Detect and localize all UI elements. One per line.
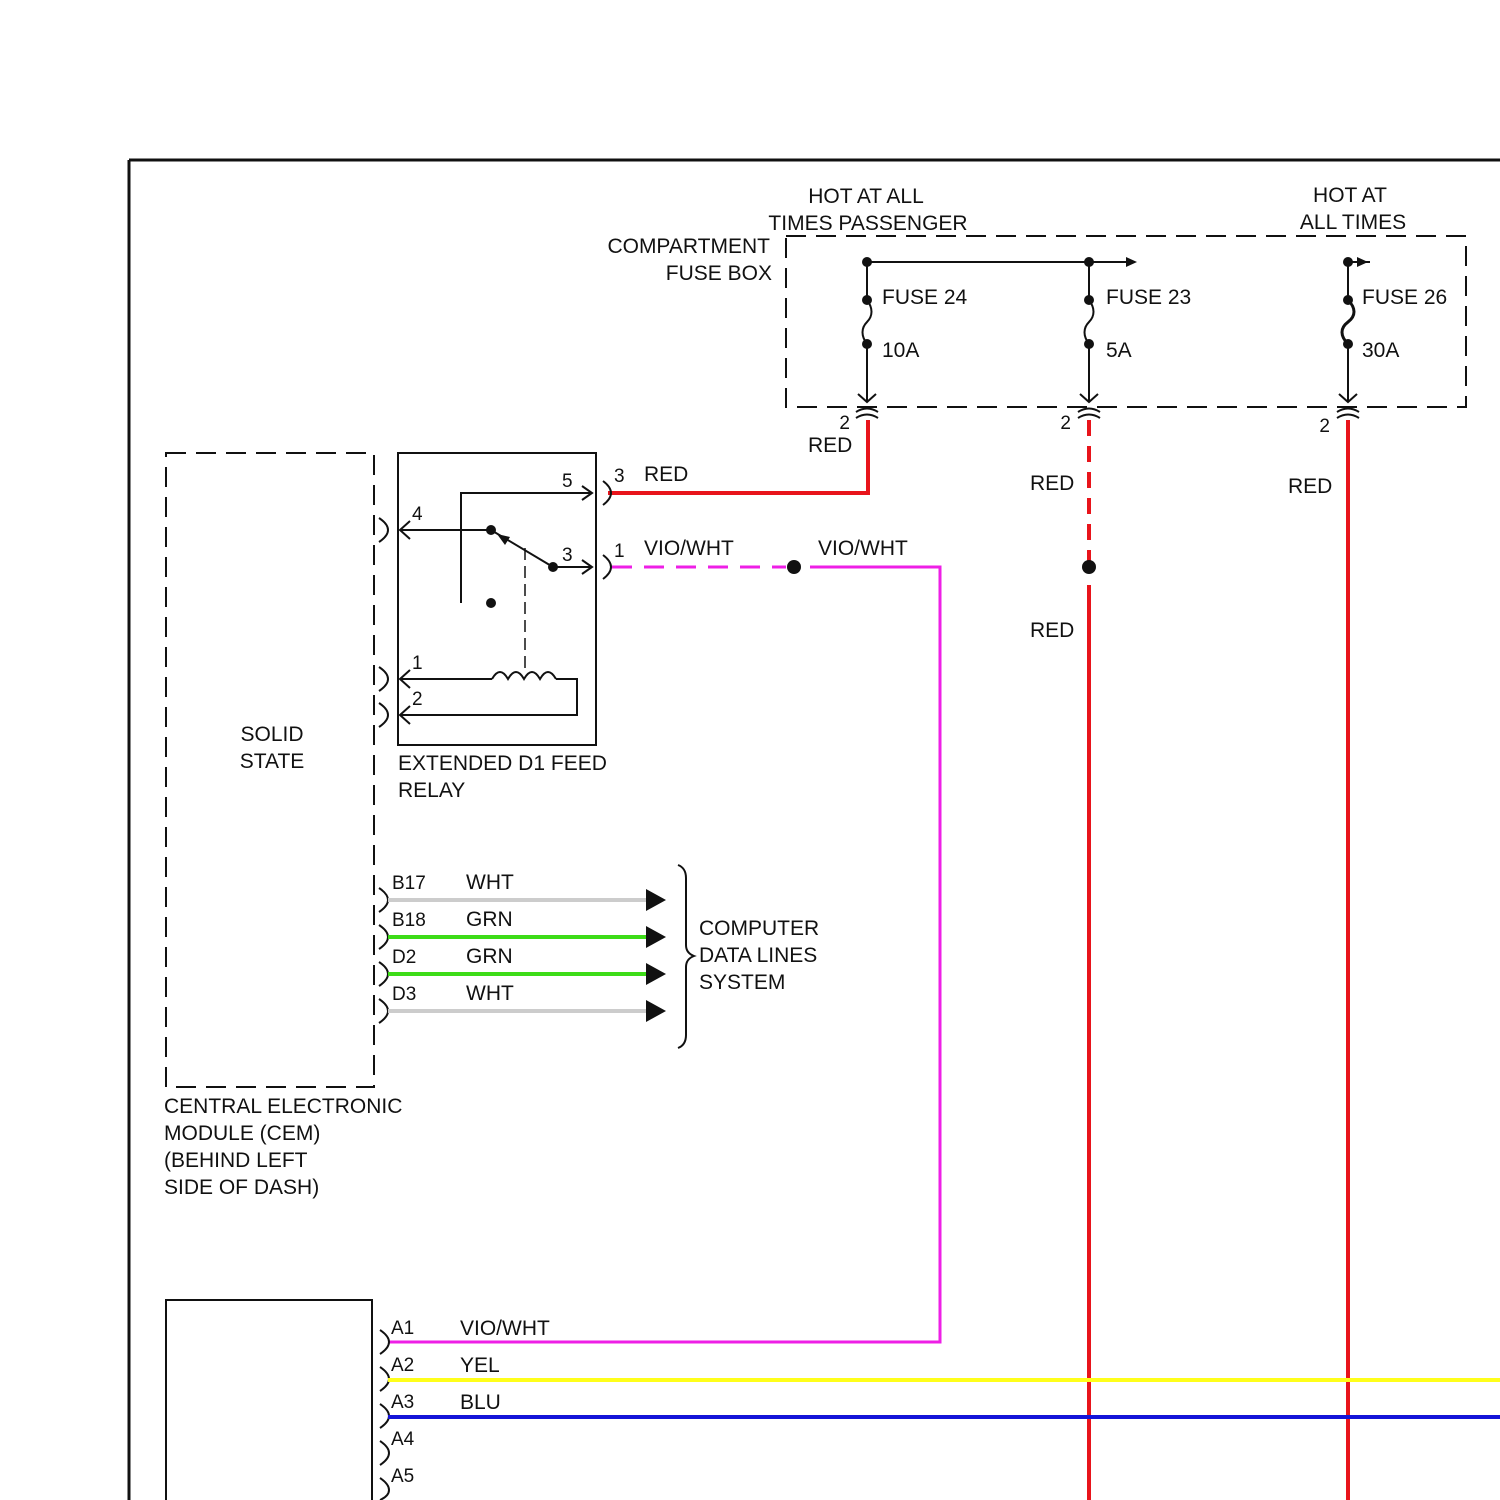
bottom-pin-a2-wire: YEL (460, 1354, 500, 1377)
relay-internal-pin-4: 4 (412, 504, 423, 525)
extended-d1-feed-relay: EXTENDED D1 FEED RELAY 5 4 3 1 2 3 RE (398, 453, 734, 802)
fuse-24-symbol (863, 300, 872, 344)
fuse-26: FUSE 26 30A 2 (1319, 257, 1447, 437)
bottom-pin-a4-label: A4 (391, 1429, 415, 1450)
data-line-b18: B18 GRN (379, 908, 666, 949)
fuse-26-red-wire: RED (1288, 420, 1348, 1500)
cem-connector-pin1 (379, 667, 388, 691)
fuse-23-symbol (1085, 300, 1094, 344)
bottom-module: A1 VIO/WHT A2 YEL A3 BLU A4 A5 (166, 1300, 1500, 1500)
cem-solid-state-line1: SOLID (240, 723, 303, 746)
fuse-23-name: FUSE 23 (1106, 286, 1191, 309)
hot-at-all-times-line2: ALL TIMES (1300, 211, 1406, 234)
data-line-b17-wire: WHT (466, 871, 514, 894)
cem-label-line4: SIDE OF DASH) (164, 1176, 319, 1199)
relay-pin1-number: 1 (614, 541, 625, 562)
relay-pin3-wire-color: RED (644, 463, 688, 486)
central-electronic-module: SOLID STATE CENTRAL ELECTRONIC MODULE (C… (164, 453, 402, 1199)
bottom-pin-a1-label: A1 (391, 1318, 414, 1339)
bottom-pin-a2: A2 YEL (380, 1354, 1500, 1391)
bottom-pin-a4: A4 (380, 1429, 415, 1465)
bottom-pin-a3-wire: BLU (460, 1391, 501, 1414)
fuse-23-red-wire: RED RED (1030, 420, 1096, 1500)
relay-outline (398, 453, 596, 745)
bottom-pin-a3: A3 BLU (380, 1391, 1500, 1428)
cem-connector-pin2 (379, 703, 388, 727)
relay-pin1-wire-color: VIO/WHT (644, 537, 734, 560)
hot-at-all-times-passenger-line1: HOT AT ALL (808, 185, 924, 208)
fuse-box: COMPARTMENT FUSE BOX HOT AT ALL TIMES PA… (607, 184, 1466, 437)
data-line-b17: B17 WHT (379, 871, 666, 912)
fuse-24-wire-color: RED (808, 434, 852, 457)
fuse-23-connector (1078, 409, 1100, 413)
data-lines-label-line2: DATA LINES (699, 944, 817, 967)
fuse-26-wire-color: RED (1288, 475, 1332, 498)
data-line-d2-pin: D2 (392, 947, 416, 968)
fuse-24-name: FUSE 24 (882, 286, 968, 309)
relay-label-line2: RELAY (398, 779, 465, 802)
fuse-23-pin: 2 (1060, 413, 1071, 434)
relay-internal-pin-5: 5 (562, 471, 573, 492)
bottom-pin-a1: A1 VIO/WHT (380, 1317, 550, 1354)
cem-label-line3: (BEHIND LEFT (164, 1149, 308, 1172)
fuse-26-pin: 2 (1319, 416, 1330, 437)
data-lines-label-line1: COMPUTER (699, 917, 819, 940)
fuse-23-wire-color: RED (1030, 472, 1074, 495)
vio-wht-splice (787, 560, 801, 574)
bottom-pin-a3-label: A3 (391, 1392, 414, 1413)
data-line-d3: D3 WHT (379, 982, 666, 1023)
fuse-box-label-line1: COMPARTMENT (607, 235, 770, 258)
data-lines-label-line3: SYSTEM (699, 971, 785, 994)
fuse-26-connector (1337, 409, 1359, 413)
relay-internal-pin-2: 2 (412, 689, 423, 710)
data-line-b18-wire: GRN (466, 908, 513, 931)
cem-solid-state-line2: STATE (240, 750, 305, 773)
hot-at-all-times-passenger-line2: TIMES PASSENGER (768, 212, 967, 235)
hot-at-all-times-line1: HOT AT (1313, 184, 1387, 207)
fuse-23-wire-color-lower: RED (1030, 619, 1074, 642)
cem-label-line1: CENTRAL ELECTRONIC (164, 1095, 402, 1118)
relay-label-line1: EXTENDED D1 FEED (398, 752, 607, 775)
data-line-b18-pin: B18 (392, 910, 426, 931)
fuse-box-label-line2: FUSE BOX (666, 262, 772, 285)
data-lines: B17 WHT B18 GRN D2 GRN D3 WHT (379, 865, 819, 1048)
data-line-d3-wire: WHT (466, 982, 514, 1005)
fuse-23-rating: 5A (1106, 339, 1132, 362)
vio-wht-wire-color-after-splice: VIO/WHT (818, 537, 908, 560)
data-line-d3-pin: D3 (392, 984, 416, 1005)
bus-continue-arrow (1126, 257, 1137, 267)
fuse-24-connector (856, 409, 878, 413)
fuse-26-name: FUSE 26 (1362, 286, 1447, 309)
fuse-24-rating: 10A (882, 339, 919, 362)
cem-label-line2: MODULE (CEM) (164, 1122, 320, 1145)
bottom-pin-a5-label: A5 (391, 1466, 414, 1487)
vio-wht-wire: VIO/WHT (388, 537, 940, 1342)
relay-connector-pin1 (603, 555, 611, 579)
fuse-23-splice (1082, 560, 1096, 574)
fuse-26-rating: 30A (1362, 339, 1399, 362)
fuse-24-pin: 2 (839, 413, 850, 434)
data-line-b17-pin: B17 (392, 873, 426, 894)
bottom-pin-a1-wire: VIO/WHT (460, 1317, 550, 1340)
relay-coil (492, 672, 556, 679)
data-lines-brace (678, 865, 694, 1048)
fuse-26-continue-arrow (1357, 257, 1368, 267)
data-line-d2-wire: GRN (466, 945, 513, 968)
relay-internal-pin-3: 3 (562, 545, 573, 566)
data-line-d2: D2 GRN (379, 945, 666, 986)
bottom-module-outline (166, 1300, 372, 1500)
bottom-pin-a5: A5 (380, 1466, 414, 1500)
relay-pin3-number: 3 (614, 466, 625, 487)
bottom-pin-a2-label: A2 (391, 1355, 414, 1376)
cem-connector-pin4 (379, 518, 388, 542)
relay-internal-pin-1: 1 (412, 653, 423, 674)
fuse-26-symbol (1342, 300, 1354, 344)
